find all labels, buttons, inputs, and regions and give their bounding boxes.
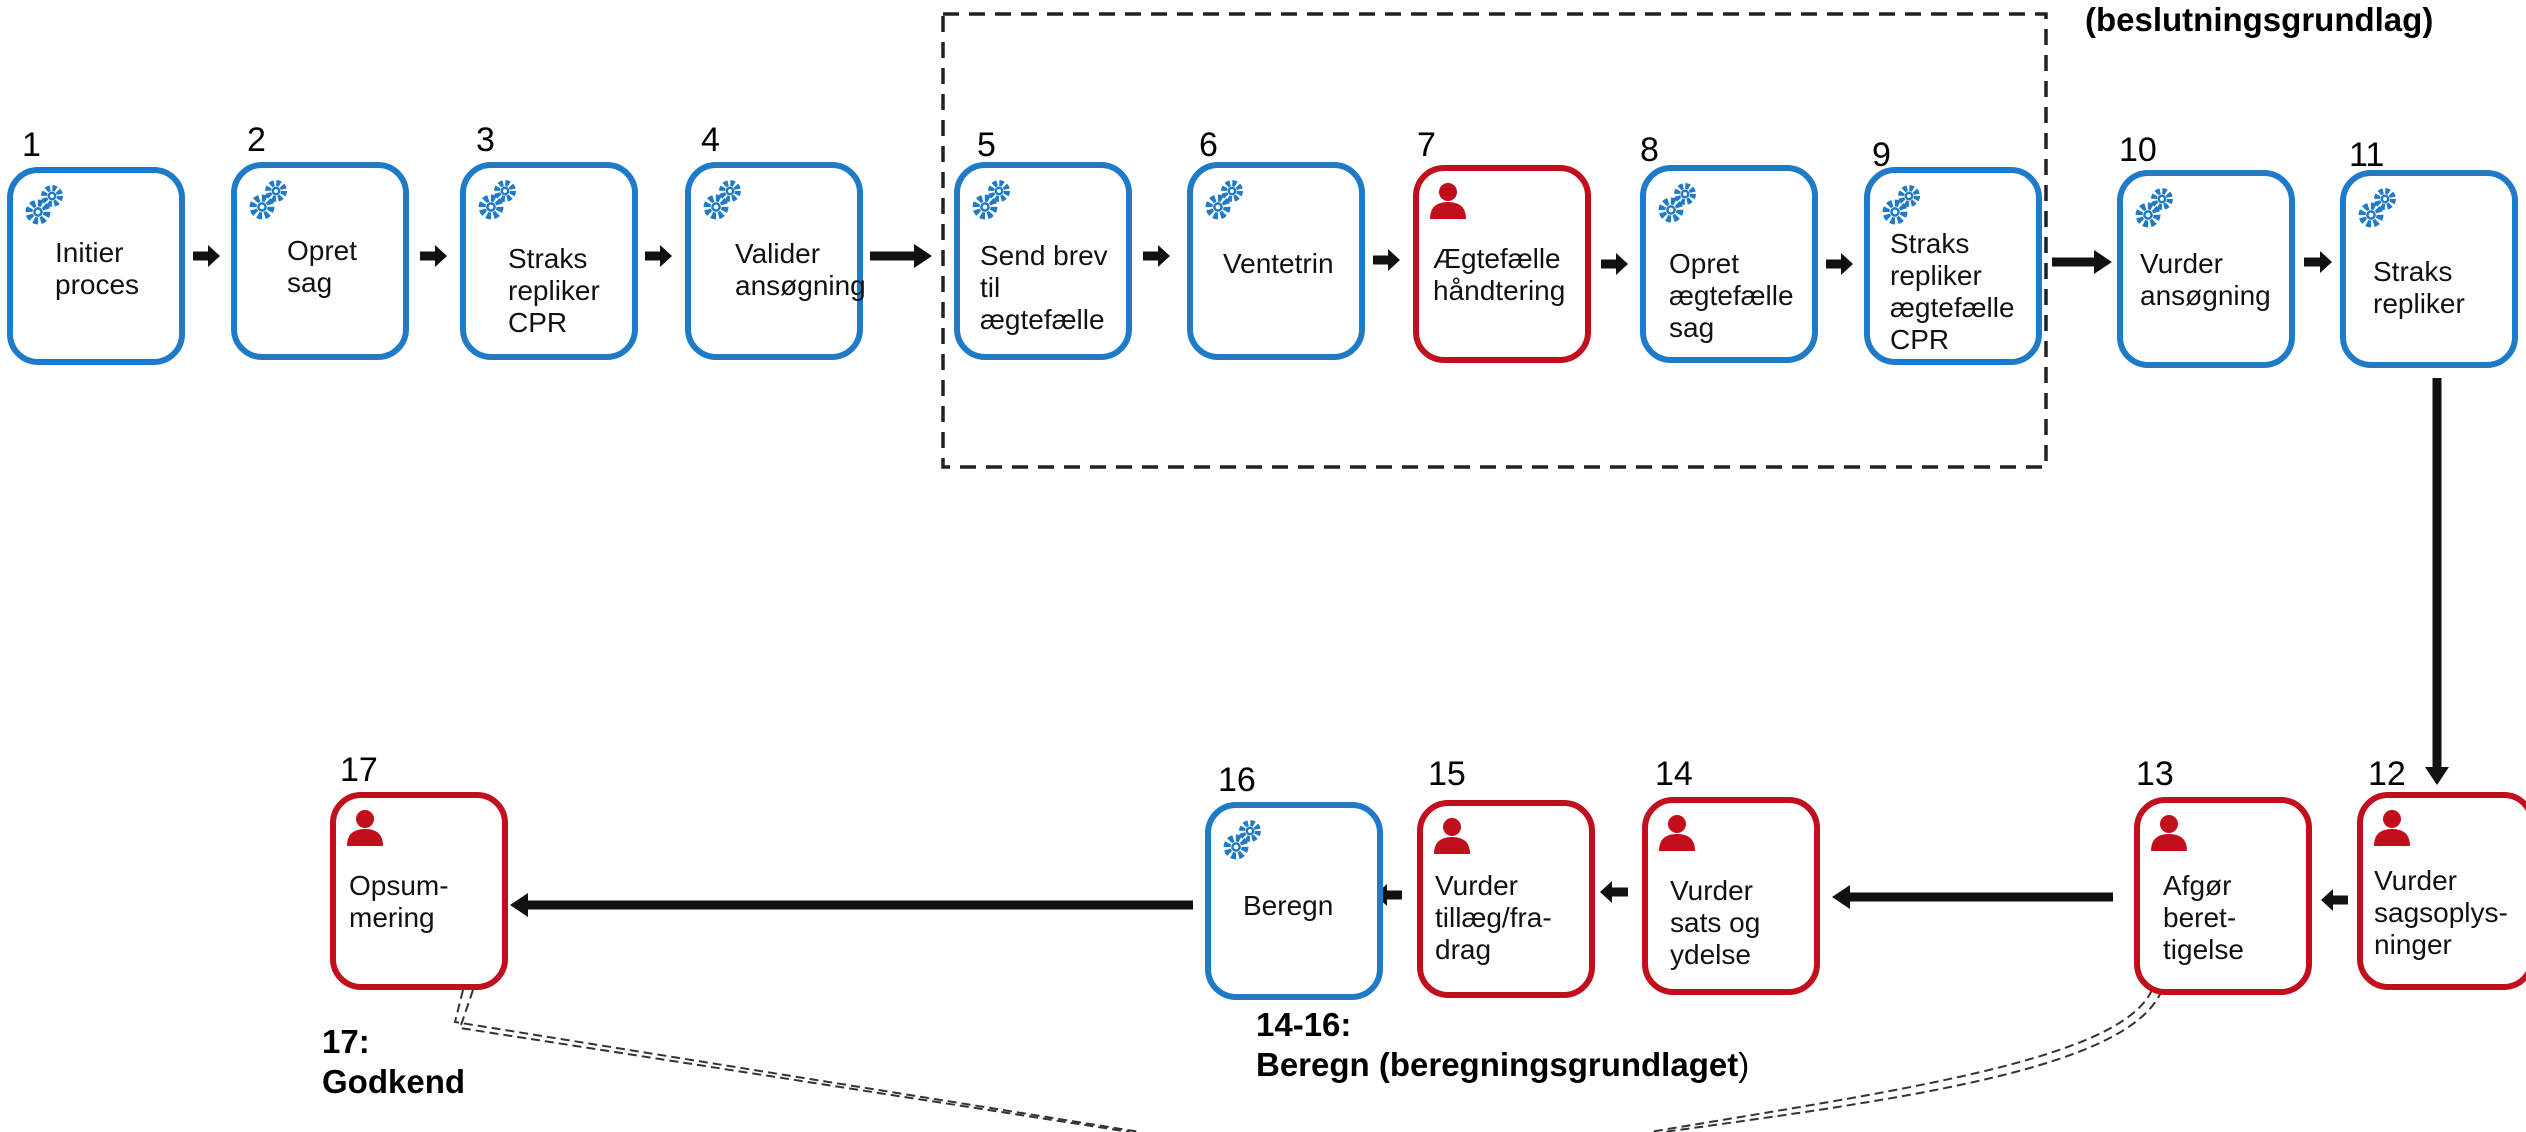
annotation-approve: 17: Godkend — [322, 1023, 466, 1100]
step-box-1 — [7, 167, 185, 365]
annotation-calc-group: 14-16: Beregn (beregningsgrundlaget) — [1256, 1006, 1750, 1083]
step-label-13: Afgør beret- tigelse — [2163, 870, 2244, 965]
flow-nodes — [7, 162, 2526, 1000]
step-label-10: Vurder ansøgning — [2140, 248, 2271, 311]
arrow-11-12 — [2425, 378, 2449, 785]
step-box-10 — [2117, 170, 2295, 368]
step-number-9: 9 — [1872, 136, 1891, 174]
step-number-11: 11 — [2349, 136, 2385, 174]
step-label-6: Ventetrin — [1223, 248, 1334, 279]
step-number-2: 2 — [247, 121, 266, 159]
step-number-7: 7 — [1417, 126, 1436, 164]
step-label-11: Straks repliker — [2373, 256, 2465, 319]
step-box-11 — [2340, 170, 2518, 368]
arrow-2-3 — [420, 245, 447, 267]
step-number-15: 15 — [1428, 755, 1466, 793]
arrow-5-6 — [1143, 245, 1170, 267]
step-label-9: Straks repliker ægtefælle CPR — [1890, 228, 2015, 355]
step-number-16: 16 — [1218, 761, 1256, 799]
step-number-1: 1 — [22, 126, 41, 164]
arrow-12-13 — [2321, 889, 2348, 911]
flow-arrows — [193, 244, 2449, 917]
step-box-2 — [231, 162, 409, 360]
step-label-7: Ægtefælle håndtering — [1433, 243, 1566, 306]
arrow-13-14 — [1832, 885, 2113, 909]
step-number-10: 10 — [2119, 131, 2157, 169]
step-number-17: 17 — [340, 751, 378, 789]
step-box-3 — [460, 162, 638, 360]
arrow-7-8 — [1601, 253, 1628, 275]
step-label-3: Straks repliker CPR — [508, 243, 600, 338]
arrow-14-15 — [1600, 881, 1628, 903]
step-label-8: Opret ægtefælle sag — [1669, 248, 1794, 343]
step-box-4 — [685, 162, 863, 360]
arrow-3-4 — [645, 245, 672, 267]
arrow-1-2 — [193, 245, 220, 267]
step-label-17: Opsum- mering — [349, 870, 449, 933]
arrow-6-7 — [1373, 249, 1400, 271]
step-box-8 — [1640, 165, 1818, 363]
step-label-4: Valider ansøgning — [735, 238, 866, 301]
step-box-5 — [954, 162, 1132, 360]
step-box-6 — [1187, 162, 1365, 360]
step-label-14: Vurder sats og ydelse — [1670, 875, 1761, 970]
step-number-5: 5 — [977, 126, 996, 164]
step-label-2: Opret sag — [287, 235, 358, 298]
arrow-4-5 — [870, 244, 932, 268]
step-number-12: 12 — [2368, 755, 2406, 793]
step-label-12: Vurder sagsoplys- ninger — [2374, 865, 2508, 960]
dashed-feedback-connectors — [453, 989, 2163, 1132]
arrow-10-11 — [2304, 251, 2332, 273]
dashed-group-box — [941, 12, 2048, 469]
annotation-top-right: (beslutningsgrundlag) — [2085, 1, 2434, 38]
arrow-16-17 — [510, 893, 1193, 917]
step-number-4: 4 — [701, 121, 720, 159]
step-number-3: 3 — [476, 121, 495, 159]
step-box-16 — [1205, 802, 1383, 1000]
step-number-14: 14 — [1655, 755, 1693, 793]
step-box-9 — [1864, 167, 2042, 365]
step-label-15: Vurder tillæg/fra- drag — [1435, 870, 1552, 965]
step-label-16: Beregn — [1243, 890, 1334, 921]
step-number-8: 8 — [1640, 131, 1659, 169]
step-label-5: Send brev til ægtefælle — [980, 240, 1108, 335]
arrow-9-10 — [2052, 250, 2112, 274]
arrow-8-9 — [1826, 253, 1853, 275]
step-label-1: Initier proces — [55, 237, 140, 300]
step-number-6: 6 — [1199, 126, 1218, 164]
step-number-13: 13 — [2136, 755, 2174, 793]
